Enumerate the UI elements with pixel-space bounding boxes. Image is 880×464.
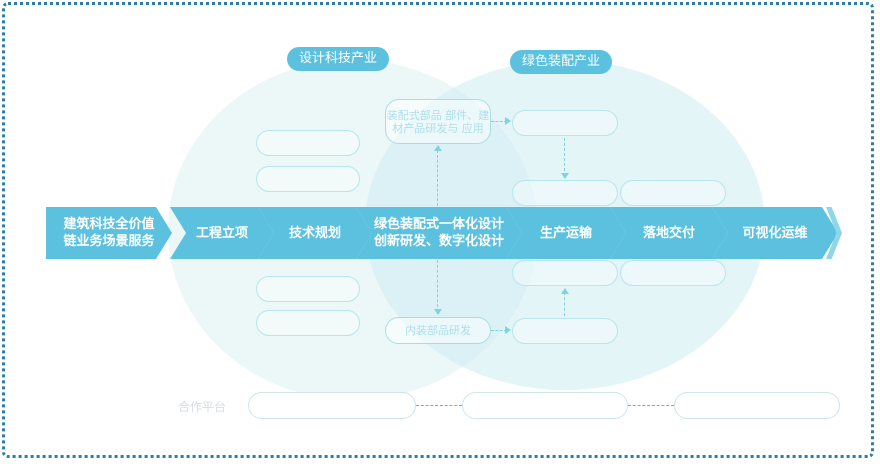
arrow-right-icon xyxy=(505,117,511,125)
bottom-box-1 xyxy=(248,392,416,419)
flow-start: 建筑科技全价值 链业务场景服务 xyxy=(46,207,172,259)
faint-box-design-4 xyxy=(256,310,360,336)
faint-box-design-3 xyxy=(256,276,360,302)
connector-right-top xyxy=(491,121,507,122)
faint-box-green-1 xyxy=(512,110,618,136)
interior-rnd-box: 内装部品研发 xyxy=(385,317,491,344)
flow-step-3: 绿色装配式一体化设计 创新研发、数字化设计 xyxy=(356,207,522,259)
faint-box-design-2 xyxy=(256,166,360,192)
faint-box-green-4 xyxy=(512,318,618,344)
arrow-up-icon xyxy=(561,288,569,294)
arrow-up-icon xyxy=(434,145,442,151)
component-rnd-box: 装配式部品 部件、建材产品研发与 应用 xyxy=(385,99,491,144)
bottom-connector-2 xyxy=(628,405,674,406)
connector-up xyxy=(437,150,438,206)
faint-box-green-3 xyxy=(512,260,618,286)
faint-box-green-2 xyxy=(512,180,618,206)
flow-step-1: 工程立项 xyxy=(170,207,274,259)
faint-box-design-1 xyxy=(256,130,360,156)
arrow-right-icon xyxy=(505,326,511,334)
green-industry-pill: 绿色装配产业 xyxy=(510,50,612,74)
arrow-down-icon xyxy=(434,309,442,315)
bottom-connector-1 xyxy=(416,405,462,406)
arrow-down-icon xyxy=(561,173,569,179)
flow-step-6: 可视化运维 xyxy=(712,207,838,259)
connector-up-right xyxy=(564,292,565,316)
connector-right-bottom xyxy=(491,330,507,331)
bottom-row-label: 合作平台 xyxy=(178,400,227,414)
dotted-frame xyxy=(2,2,874,458)
faint-box-delivery-2 xyxy=(620,260,726,286)
bottom-box-3 xyxy=(674,392,840,419)
flow-step-4: 生产运输 xyxy=(506,207,626,259)
design-industry-pill: 设计科技产业 xyxy=(287,47,389,71)
flow-step-5: 落地交付 xyxy=(610,207,728,259)
bottom-box-2 xyxy=(462,392,628,419)
connector-down xyxy=(437,260,438,312)
faint-box-delivery-1 xyxy=(620,180,726,206)
flow-step-2: 技术规划 xyxy=(258,207,372,259)
connector-down-right xyxy=(564,138,565,176)
